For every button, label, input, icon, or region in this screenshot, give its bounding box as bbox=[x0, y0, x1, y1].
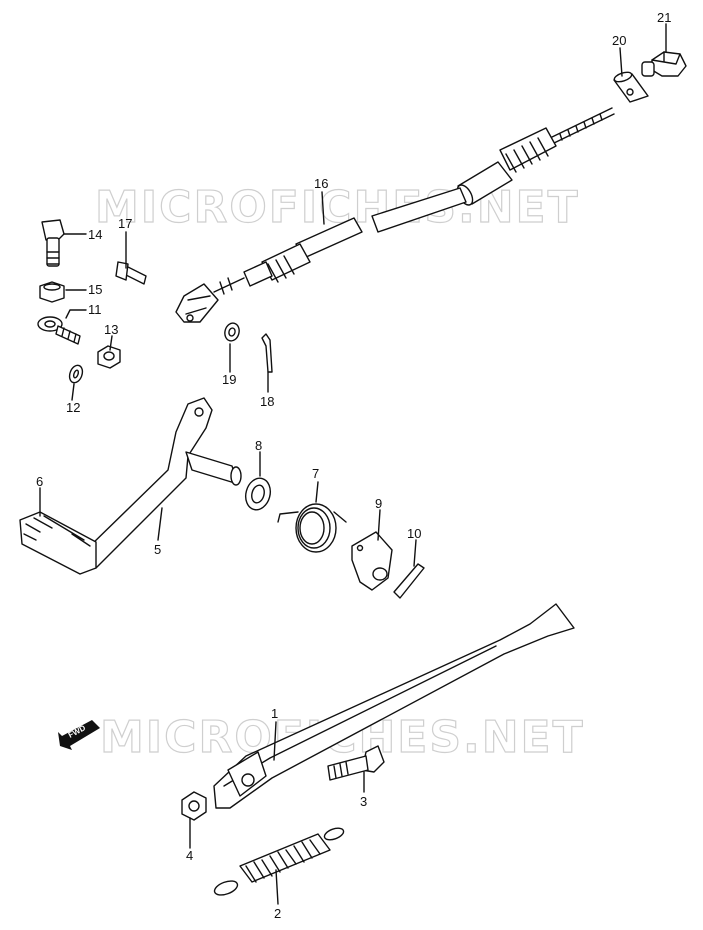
callout-15: 15 bbox=[88, 282, 102, 297]
part-4-nut bbox=[181, 791, 207, 821]
callout-20: 20 bbox=[612, 33, 626, 48]
part-15-nut bbox=[39, 281, 65, 303]
part-19-washer bbox=[224, 322, 240, 342]
part-10-cotter-pin bbox=[393, 563, 425, 599]
part-13-nut bbox=[97, 345, 121, 369]
callout-8: 8 bbox=[255, 438, 262, 453]
callout-5: 5 bbox=[154, 542, 161, 557]
callout-12: 12 bbox=[66, 400, 80, 415]
callout-17: 17 bbox=[118, 216, 132, 231]
part-20-cable-joint bbox=[613, 71, 649, 103]
part-12-washer bbox=[68, 364, 84, 384]
part-14-bolt bbox=[41, 219, 65, 267]
watermark-top: MICROFICHES.NET bbox=[95, 182, 580, 233]
callout-1: 1 bbox=[271, 706, 278, 721]
callout-7: 7 bbox=[312, 466, 319, 481]
callout-2: 2 bbox=[274, 906, 281, 921]
part-8-oil-seal bbox=[244, 477, 272, 511]
part-16-brake-cable bbox=[175, 107, 615, 323]
callout-6: 6 bbox=[36, 474, 43, 489]
callout-10: 10 bbox=[407, 526, 421, 541]
callout-9: 9 bbox=[375, 496, 382, 511]
part-5-brake-pedal bbox=[79, 397, 242, 569]
leader-lines bbox=[39, 23, 667, 905]
part-9-stopper-plate bbox=[351, 531, 393, 591]
callout-3: 3 bbox=[360, 794, 367, 809]
part-18-cotter-pin bbox=[261, 333, 273, 373]
part-17-bolt bbox=[115, 261, 147, 285]
part-3-pivot-bolt bbox=[327, 745, 385, 781]
part-6-pedal-rubber bbox=[19, 511, 97, 575]
callout-21: 21 bbox=[657, 10, 671, 25]
part-21-cable-nut bbox=[641, 51, 687, 77]
callout-4: 4 bbox=[186, 848, 193, 863]
callout-16: 16 bbox=[314, 176, 328, 191]
part-1-side-stand bbox=[213, 603, 575, 809]
callout-labels: 1 2 3 4 5 6 7 8 9 10 11 12 13 14 15 16 1… bbox=[36, 10, 671, 921]
part-2-stand-spring bbox=[213, 827, 345, 896]
callout-13: 13 bbox=[104, 322, 118, 337]
part-11-eyebolt bbox=[37, 316, 81, 345]
callout-14: 14 bbox=[88, 227, 102, 242]
callout-11: 11 bbox=[88, 302, 102, 317]
callout-19: 19 bbox=[222, 372, 236, 387]
fwd-arrow-icon: FWD bbox=[58, 720, 100, 750]
part-7-return-spring bbox=[277, 503, 347, 553]
callout-18: 18 bbox=[260, 394, 274, 409]
